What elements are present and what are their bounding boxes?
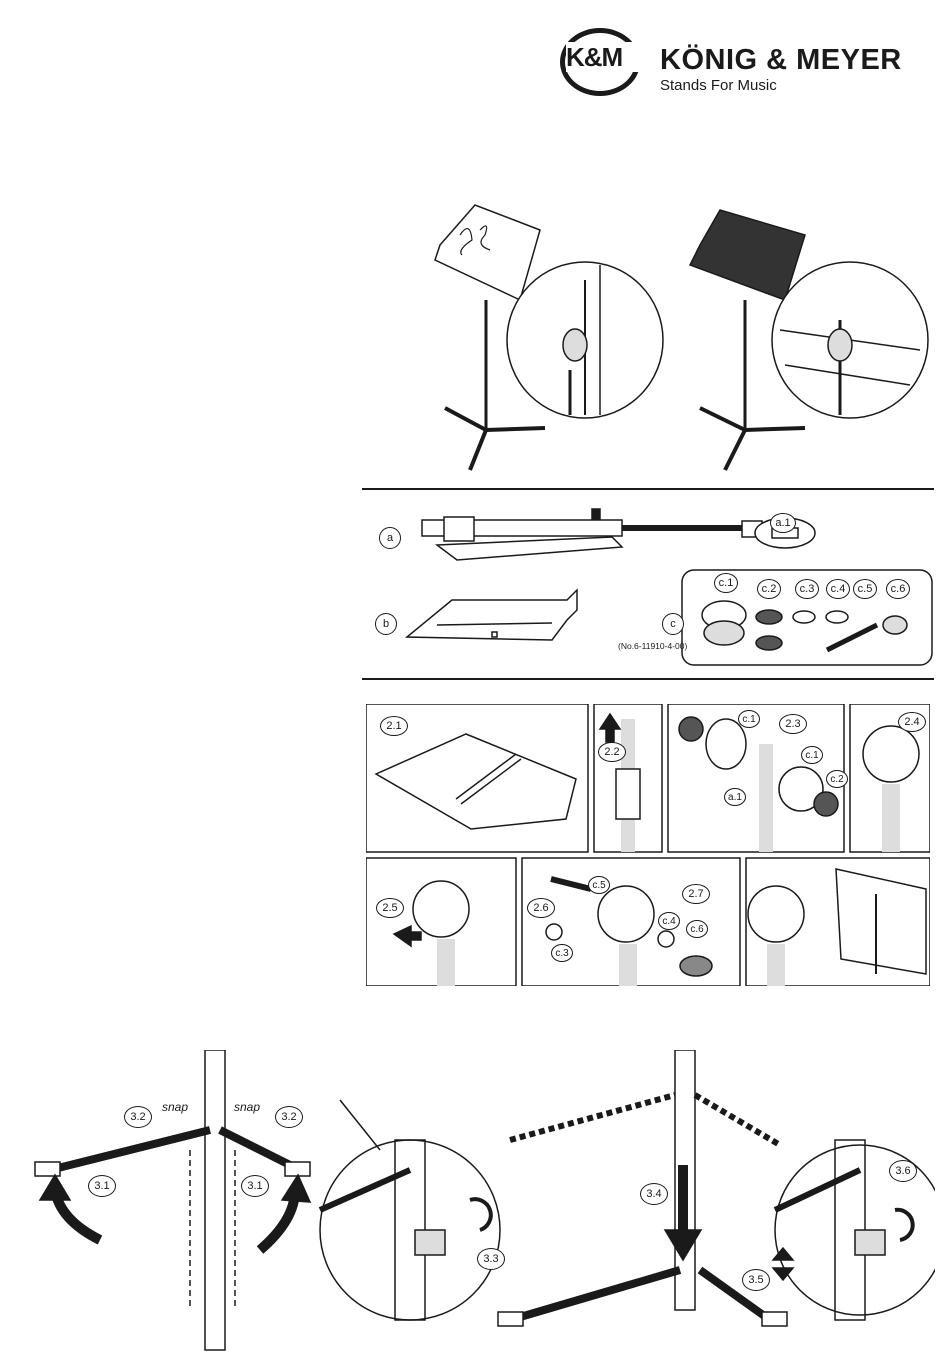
part-label-c6: c.6 bbox=[886, 579, 910, 599]
tripod-setup-illustration bbox=[20, 1050, 935, 1360]
music-desk-right bbox=[690, 210, 805, 300]
step-part-c1-b: c.1 bbox=[801, 746, 823, 764]
step-label-2-1: 2.1 bbox=[380, 716, 408, 736]
step-label-3-2-left: 3.2 bbox=[124, 1106, 152, 1128]
step-part-c1-a: c.1 bbox=[738, 710, 760, 728]
step-label-2-4: 2.4 bbox=[898, 712, 926, 732]
part-label-a1: a.1 bbox=[770, 513, 796, 533]
part-label-c: c bbox=[662, 613, 684, 635]
step-label-2-7: 2.7 bbox=[682, 884, 710, 904]
step-label-2-6: 2.6 bbox=[527, 898, 555, 918]
step-part-c4: c.4 bbox=[658, 912, 680, 930]
step-label-2-5: 2.5 bbox=[376, 898, 404, 918]
music-desk-left bbox=[435, 205, 540, 300]
part-label-c3: c.3 bbox=[795, 579, 819, 599]
assembly-steps-illustration bbox=[366, 704, 930, 986]
step-label-2-2: 2.2 bbox=[598, 742, 626, 762]
part-label-c1: c.1 bbox=[714, 573, 738, 593]
step-label-3-6: 3.6 bbox=[889, 1160, 917, 1182]
step-part-c6: c.6 bbox=[686, 920, 708, 938]
article-number: (No.6-11910-4-00) bbox=[618, 641, 687, 651]
step-label-2-3: 2.3 bbox=[779, 714, 807, 734]
snap-label-left: snap bbox=[162, 1100, 188, 1114]
part-label-a: a bbox=[379, 527, 401, 549]
section-rule-2 bbox=[362, 678, 934, 680]
step-label-3-2-right: 3.2 bbox=[275, 1106, 303, 1128]
step-label-3-5: 3.5 bbox=[742, 1269, 770, 1291]
step-label-3-1-right: 3.1 bbox=[241, 1175, 269, 1197]
part-label-c2: c.2 bbox=[757, 579, 781, 599]
music-stand-overview-illustration bbox=[400, 190, 940, 480]
part-label-c4: c.4 bbox=[826, 579, 850, 599]
step-label-3-4: 3.4 bbox=[640, 1183, 668, 1205]
step-label-3-3: 3.3 bbox=[477, 1248, 505, 1270]
snap-label-right: snap bbox=[234, 1100, 260, 1114]
brand-name: KÖNIG & MEYER bbox=[660, 44, 902, 76]
section-rule-1 bbox=[362, 488, 934, 490]
step-part-c5: c.5 bbox=[588, 876, 610, 894]
step-label-3-1-left: 3.1 bbox=[88, 1175, 116, 1197]
logo-text: K&M bbox=[566, 42, 646, 72]
brand-tagline: Stands For Music bbox=[660, 77, 777, 95]
step-part-a1: a.1 bbox=[724, 788, 746, 806]
step-part-c2: c.2 bbox=[826, 770, 848, 788]
step-part-c3: c.3 bbox=[551, 944, 573, 962]
part-label-b: b bbox=[375, 613, 397, 635]
part-label-c5: c.5 bbox=[853, 579, 877, 599]
